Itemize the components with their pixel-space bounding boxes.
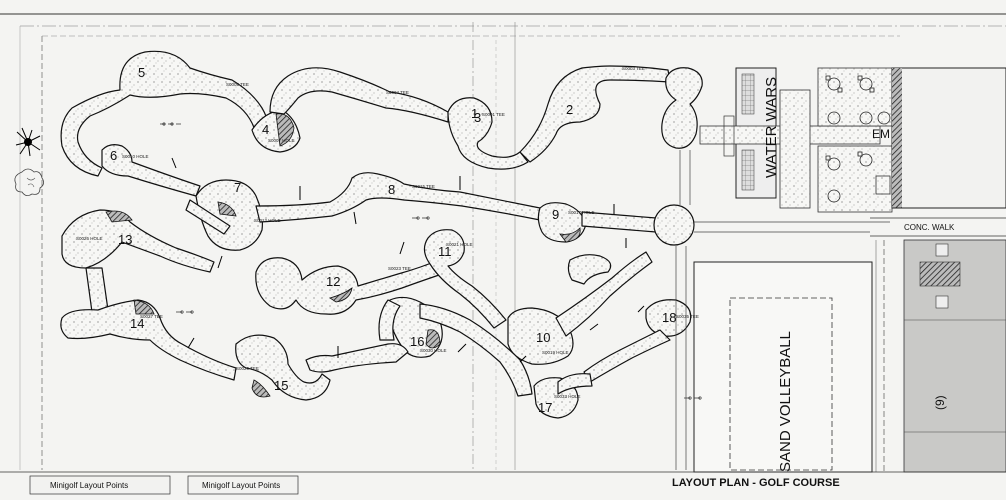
parking-count: (9) (933, 395, 947, 410)
tee-code-8: S0015 TEE (412, 184, 435, 189)
tab-minigolf-2-label: Minigolf Layout Points (202, 481, 280, 490)
tee-code-14: S0027 TEE (140, 314, 163, 319)
tee-code-9: S0017 HOLE (568, 210, 595, 215)
hole-10-number: 10 (536, 330, 550, 345)
minigolf-paths (60, 50, 703, 419)
tee-code-16: S0030 HOLE (420, 348, 447, 353)
tee-code-12: S0023 TEE (388, 266, 411, 271)
tee-code-17: S0033 HOLE (554, 394, 581, 399)
tee-code-10: S0019 HOLE (542, 350, 569, 355)
hole-16-number: 16 (410, 334, 424, 349)
walkways (675, 150, 890, 470)
hole-numbers: 1 2 3 4 5 6 7 8 9 10 11 12 13 14 15 16 1… (110, 65, 676, 415)
hole-15-number: 15 (274, 378, 288, 393)
site-boundary (0, 13, 1006, 470)
drawing-title: LAYOUT PLAN - GOLF COURSE (672, 477, 840, 489)
tee-code-6: S0010 HOLE (122, 154, 149, 159)
picnic-tables (825, 75, 891, 203)
water-wars-label: WATER WARS (763, 77, 780, 178)
hole-13-number: 13 (118, 232, 132, 247)
hole-14-number: 14 (130, 316, 144, 331)
hole-5-number: 5 (138, 65, 145, 80)
hole-4-number: 4 (262, 122, 269, 137)
tree-icon (15, 127, 41, 157)
hole-1-number: 1 (471, 106, 478, 121)
hole-8-number: 8 (388, 182, 395, 197)
hole-3-number: 3 (474, 110, 481, 125)
tee-code-13: S0026 HOLE (76, 236, 103, 241)
tee-codes: S0001 TEE S0003 TEE S0004 TEE S0007 HOLE… (76, 66, 699, 399)
tee-code-5: S0008 TEE (226, 82, 249, 87)
tab-minigolf-1 (29, 475, 171, 495)
tee-code-1: S0001 TEE (482, 112, 505, 117)
tee-code-11: S0021 HOLE (446, 242, 473, 247)
building-edge (891, 67, 1006, 209)
hole-2-number: 2 (566, 102, 573, 117)
concrete-walk: CONC. WALK (870, 217, 1006, 237)
tee-code-7: S0012 HOLE (254, 218, 281, 223)
tee-code-4: S0007 HOLE (268, 138, 295, 143)
conc-walk-label: CONC. WALK (904, 223, 955, 232)
em-label: EM (872, 127, 890, 141)
hole-12-number: 12 (326, 274, 340, 289)
parking-area: (9) (875, 239, 1006, 473)
sand-volleyball-label: SAND VOLLEYBALL (777, 331, 794, 472)
tee-markers (171, 157, 645, 363)
title-block: Minigolf Layout Points Minigolf Layout P… (0, 471, 1006, 495)
sand-volleyball-court: SAND VOLLEYBALL (693, 261, 873, 473)
hole-18-number: 18 (662, 310, 676, 325)
em-box (875, 175, 891, 195)
tee-code-3: S0004 TEE (386, 90, 409, 95)
hole-7-number: 7 (234, 180, 241, 195)
tab-minigolf-1-label: Minigolf Layout Points (50, 481, 128, 490)
hazard-areas (105, 113, 581, 398)
tee-code-18: S0035 TEE (676, 314, 699, 319)
hole-6-number: 6 (110, 148, 117, 163)
tab-minigolf-2 (187, 475, 299, 495)
tee-code-15: S0029 TEE (236, 366, 259, 371)
hole-17-number: 17 (538, 400, 552, 415)
tee-code-2: S0003 TEE (622, 66, 645, 71)
hole-11-number: 11 (438, 244, 452, 259)
layout-markers (160, 122, 702, 400)
hole-9-number: 9 (552, 207, 559, 222)
shrub-icon (14, 168, 44, 196)
